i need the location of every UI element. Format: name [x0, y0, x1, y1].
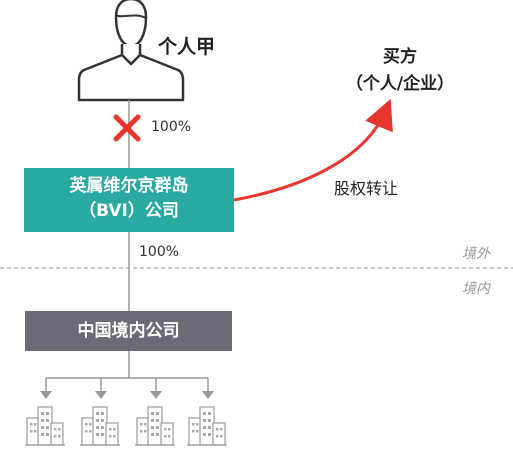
- building-icon: [80, 406, 120, 446]
- transfer-label: 股权转让: [334, 179, 399, 198]
- transfer-arrow: [233, 98, 393, 202]
- person-label: 个人甲: [158, 36, 216, 58]
- building-icon: [25, 406, 65, 446]
- domestic-company-label: 中国境内公司: [77, 321, 180, 341]
- bvi-company-box: 英属维尔京群岛 （BVI）公司: [24, 168, 234, 232]
- person-icon: [77, 0, 185, 102]
- cross-icon: [113, 114, 141, 142]
- buyer-subtitle: （个人/企业）: [345, 74, 455, 94]
- bvi-company-line2: （BVI）公司: [79, 201, 179, 221]
- building-icon: [135, 406, 175, 446]
- domestic-company-box: 中国境内公司: [25, 311, 232, 351]
- ownership-percent-mid: 100%: [139, 244, 180, 260]
- ownership-percent-top: 100%: [151, 119, 192, 135]
- building-icon: [187, 406, 227, 446]
- zone-onshore-label: 境内: [462, 281, 490, 297]
- subsidiary-connectors: [45, 351, 209, 393]
- subsidiary-arrowheads: [40, 391, 214, 399]
- buyer-title: 买方: [383, 47, 417, 67]
- bvi-company-line1: 英属维尔京群岛: [69, 176, 189, 196]
- zone-offshore-label: 境外: [462, 246, 490, 262]
